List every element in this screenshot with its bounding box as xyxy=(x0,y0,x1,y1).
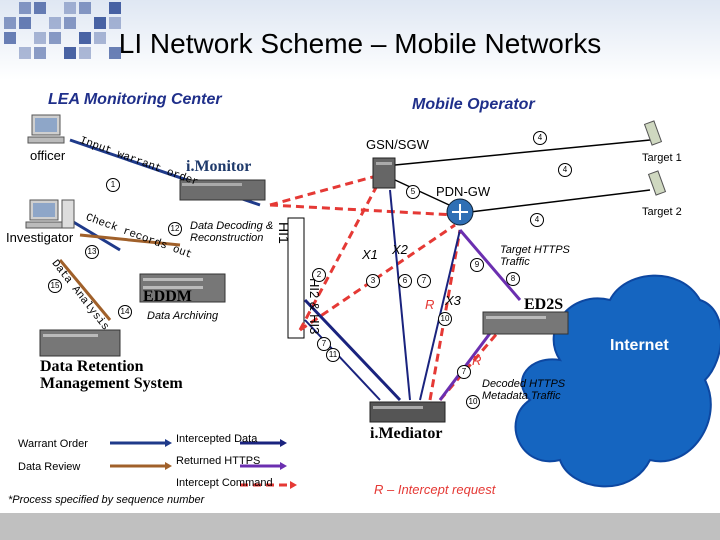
header-grid-cell xyxy=(64,47,76,59)
process-note: *Process specified by sequence number xyxy=(8,494,205,506)
header-grid-cell xyxy=(94,17,106,29)
step-13: 13 xyxy=(85,245,99,259)
footer-bar xyxy=(0,513,720,540)
step-9: 9 xyxy=(470,258,484,272)
r-label-2: R xyxy=(472,353,482,368)
header-grid-cell xyxy=(34,47,46,59)
header-grid-cell xyxy=(49,17,61,29)
legend-returned-https: Returned HTTPS xyxy=(176,455,261,467)
retention-server-icon xyxy=(39,329,121,357)
command-line-1 xyxy=(269,173,381,207)
header-grid-cell xyxy=(64,17,76,29)
header-grid-cell xyxy=(19,47,31,59)
header-grid-cell xyxy=(79,47,91,59)
step-10b: 10 xyxy=(466,395,480,409)
header-grid-cell xyxy=(34,32,46,44)
imediator-server-icon xyxy=(369,401,446,423)
header-grid-cell xyxy=(34,2,46,14)
review-line-1 xyxy=(79,233,181,247)
header-grid-cell xyxy=(4,32,16,44)
legend-intercepted-data: Intercepted Data xyxy=(176,433,258,445)
step-5: 5 xyxy=(406,185,420,199)
header-grid-cell xyxy=(109,47,121,59)
intercepted-line-1 xyxy=(303,298,402,402)
eddm-label: EDDM xyxy=(143,288,192,305)
step-4c: 4 xyxy=(530,213,544,227)
data-decoding-label: Data Decoding & Reconstruction xyxy=(190,220,274,244)
target2-label: Target 2 xyxy=(642,206,682,218)
hi1-bar xyxy=(287,217,305,339)
header-grid-cell xyxy=(64,2,76,14)
intercepted-line-2 xyxy=(389,189,411,401)
header-grid-cell xyxy=(19,2,31,14)
eddm-server-icon xyxy=(139,273,226,303)
step-1: 1 xyxy=(106,178,120,192)
step-3: 3 xyxy=(366,274,380,288)
ed2s-label: ED2S xyxy=(524,296,564,313)
step-4b: 4 xyxy=(558,163,572,177)
officer-computer-icon xyxy=(27,114,65,144)
data-archiving-label: Data Archiving xyxy=(147,310,219,322)
lea-heading: LEA Monitoring Center xyxy=(48,91,222,108)
investigator-label: Investigator xyxy=(6,230,74,245)
step-6: 6 xyxy=(398,274,412,288)
header-grid-cell xyxy=(109,2,121,14)
step-8: 8 xyxy=(506,272,520,286)
header-grid-cell xyxy=(79,32,91,44)
legend-data-review: Data Review xyxy=(18,461,81,473)
step-14: 14 xyxy=(118,305,132,319)
step-2: 2 xyxy=(312,268,326,282)
page-title: LI Network Scheme – Mobile Networks xyxy=(118,28,602,59)
decoded-https-label: Decoded HTTPS Metadata Traffic xyxy=(482,378,566,402)
header-grid-cell xyxy=(4,17,16,29)
r-note: R – Intercept request xyxy=(374,482,496,497)
r-label-1: R xyxy=(425,297,435,312)
x3-label: X3 xyxy=(445,293,461,308)
operator-heading: Mobile Operator xyxy=(412,96,535,113)
x1-label: X1 xyxy=(362,247,378,262)
target1-line xyxy=(394,139,651,166)
header-grid-cell xyxy=(79,2,91,14)
target-https-label: Target HTTPS Traffic xyxy=(500,244,570,268)
target1-label: Target 1 xyxy=(642,152,682,164)
target2-phone-icon xyxy=(647,170,667,196)
header-grid-cell xyxy=(109,17,121,29)
review-line-2 xyxy=(58,259,112,321)
header-grid-cell xyxy=(94,32,106,44)
legend-warrant-order: Warrant Order xyxy=(18,438,88,450)
investigator-computer-icon xyxy=(25,199,75,229)
step-7a: 7 xyxy=(417,274,431,288)
internet-label: Internet xyxy=(610,337,669,354)
header-grid-cell xyxy=(49,32,61,44)
x2-label: X2 xyxy=(392,242,408,257)
step-4a: 4 xyxy=(533,131,547,145)
ed2s-server-icon xyxy=(482,311,569,335)
hi1-label: HI1 xyxy=(276,222,292,244)
command-line-5 xyxy=(428,229,462,401)
step-7b: 7 xyxy=(317,337,331,351)
officer-label: officer xyxy=(30,148,66,163)
step-15: 15 xyxy=(48,279,62,293)
pdn-gw-router-icon xyxy=(446,198,474,226)
intercepted-line-4 xyxy=(304,319,381,401)
imediator-label: i.Mediator xyxy=(370,425,443,442)
imonitor-server-icon xyxy=(179,179,266,201)
step-10a: 10 xyxy=(438,312,452,326)
gsn-sgw-server-icon xyxy=(372,157,396,189)
step-7c: 7 xyxy=(457,365,471,379)
data-retention-label: Data Retention Management System xyxy=(40,358,183,392)
https-line-1 xyxy=(458,229,522,301)
step-11: 11 xyxy=(326,348,340,362)
target1-phone-icon xyxy=(643,120,663,146)
header-grid-cell xyxy=(19,17,31,29)
step-12: 12 xyxy=(168,222,182,236)
command-line-3 xyxy=(298,179,382,331)
target2-line xyxy=(469,189,651,213)
imonitor-label: i.Monitor xyxy=(186,158,252,175)
header-grid-decoration xyxy=(0,0,130,64)
gsn-sgw-label: GSN/SGW xyxy=(366,137,429,152)
pdn-gw-label: PDN-GW xyxy=(436,184,491,199)
legend-intercept-command: Intercept Command xyxy=(176,477,273,489)
